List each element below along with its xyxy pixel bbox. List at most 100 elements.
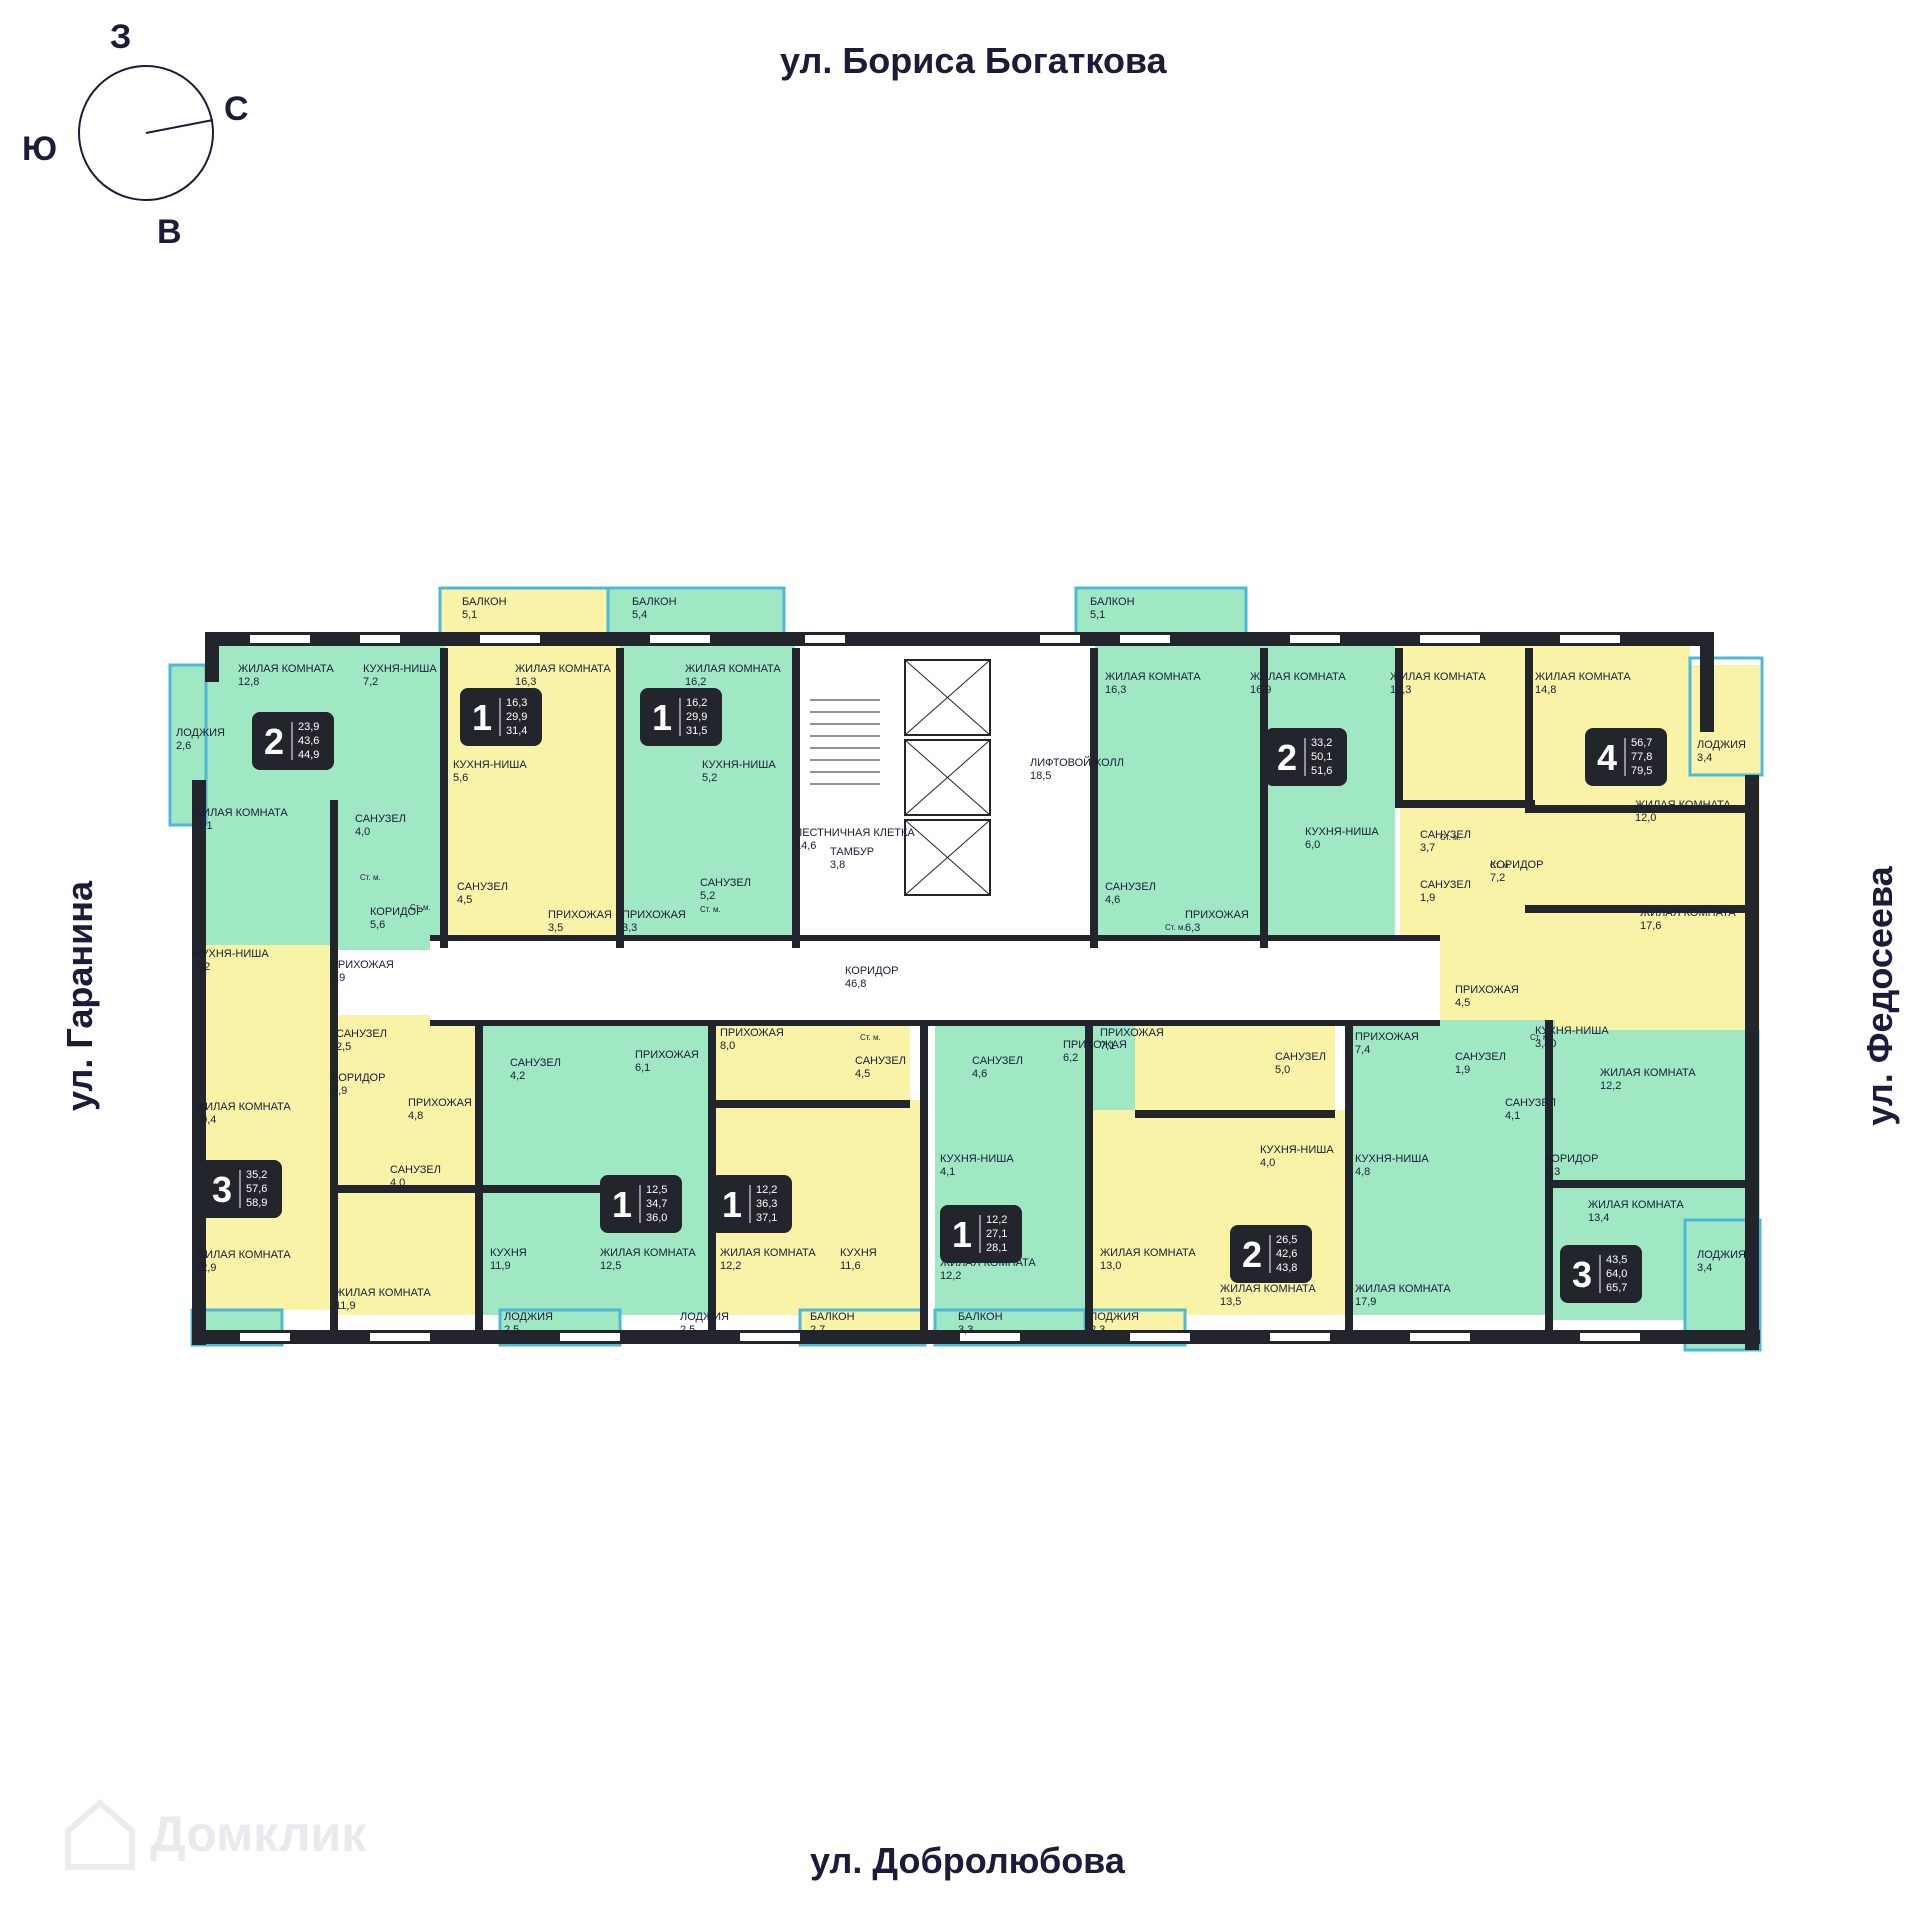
room-area: 12,2: [720, 1260, 741, 1272]
room-name: ПРИХОЖАЯ: [1355, 1031, 1419, 1043]
room-name: КУХНЯ-НИША: [1260, 1144, 1334, 1156]
room-area: 2,6: [176, 740, 191, 752]
room-area: 6,0: [1305, 839, 1320, 851]
room-count: 2: [264, 721, 284, 762]
shaft-label: Ст. м.: [1165, 923, 1186, 932]
window: [240, 1333, 290, 1341]
room-area: 5,6: [370, 919, 385, 931]
wall: [330, 1185, 480, 1193]
room-name: САНУЗЕЛ: [355, 813, 406, 825]
room-area: 4,0: [1260, 1157, 1275, 1169]
room-area: 2,3: [1545, 1166, 1560, 1178]
window: [650, 635, 710, 643]
room-name: БАЛКОН: [1090, 596, 1135, 608]
room-name: КОРИДОР: [332, 1072, 385, 1084]
area-value: 28,1: [986, 1242, 1007, 1254]
room-area: 1,9: [1420, 892, 1435, 904]
window: [480, 635, 540, 643]
wall: [1545, 1020, 1553, 1330]
watermark-logo-icon: [65, 1799, 135, 1870]
area-value: 65,7: [1606, 1282, 1627, 1294]
area-value: 16,2: [686, 697, 707, 709]
shaft-label: Ст. м.: [1490, 861, 1511, 870]
room-fill: [192, 945, 332, 1135]
wall: [1135, 1110, 1335, 1118]
area-value: 42,6: [1276, 1248, 1297, 1260]
room-area: 5,4: [632, 609, 647, 621]
room-name: ТАМБУР: [830, 846, 874, 858]
room-count: 4: [1597, 737, 1617, 778]
lift-cross: [904, 739, 991, 816]
room-name: ЖИЛАЯ КОМНАТА: [1355, 1283, 1451, 1295]
room-area: 5,2: [700, 890, 715, 902]
room-count: 3: [1572, 1254, 1592, 1295]
room-fill: [820, 1100, 920, 1315]
shaft-label: Ст. м.: [860, 1033, 881, 1042]
room-name: ЖИЛАЯ КОМНАТА: [685, 663, 781, 675]
area-value: 43,8: [1276, 1262, 1297, 1274]
wall: [1745, 775, 1759, 1350]
compass-west: З: [110, 18, 132, 56]
room-area: 7,1: [1100, 1040, 1115, 1052]
room-area: 4,2: [510, 1070, 525, 1082]
room-area: 3,4: [1697, 752, 1712, 764]
area-value: 34,7: [646, 1198, 667, 1210]
room-fill: [1445, 1020, 1555, 1120]
room-count: 1: [722, 1184, 742, 1225]
room-name: ЛОДЖИЯ: [1090, 1311, 1139, 1323]
window: [370, 1333, 430, 1341]
room-area: 7,4: [1355, 1044, 1370, 1056]
wall: [1700, 632, 1714, 732]
area-value: 50,1: [1311, 751, 1332, 763]
room-area: 4,5: [457, 894, 472, 906]
room-name: САНУЗЕЛ: [510, 1057, 561, 1069]
room-area: 3,8: [830, 859, 845, 871]
window: [1420, 635, 1480, 643]
area-value: 26,5: [1276, 1234, 1297, 1246]
wall: [1395, 800, 1535, 808]
room-name: КУХНЯ: [840, 1247, 877, 1259]
window: [1270, 1333, 1330, 1341]
room-area: 2,5: [336, 1041, 351, 1053]
wall: [205, 632, 219, 682]
compass-north: С: [224, 90, 249, 128]
room-fill: [440, 588, 608, 634]
wall: [1550, 1180, 1750, 1188]
wall: [430, 935, 1440, 941]
room-area: 4,9: [332, 1085, 347, 1097]
room-name: ЖИЛАЯ КОМНАТА: [1250, 671, 1346, 683]
shaft-label: Ст. м.: [700, 905, 721, 914]
room-area: 11,9: [335, 1300, 356, 1312]
room-fill: [608, 588, 784, 634]
room-area: 13,5: [1220, 1296, 1241, 1308]
room-name: ПРИХОЖАЯ: [635, 1049, 699, 1061]
room-name: САНУЗЕЛ: [1455, 1051, 1506, 1063]
room-name: КУХНЯ-НИША: [363, 663, 437, 675]
wall: [192, 1300, 206, 1345]
area-value: 56,7: [1631, 737, 1652, 749]
room-name: ЛОДЖИЯ: [1697, 739, 1746, 751]
room-area: 12,2: [940, 1270, 961, 1282]
room-name: ЛОДЖИЯ: [1697, 1249, 1746, 1261]
room-name: ЖИЛАЯ КОМНАТА: [1390, 671, 1486, 683]
room-name: БАЛКОН: [958, 1311, 1003, 1323]
